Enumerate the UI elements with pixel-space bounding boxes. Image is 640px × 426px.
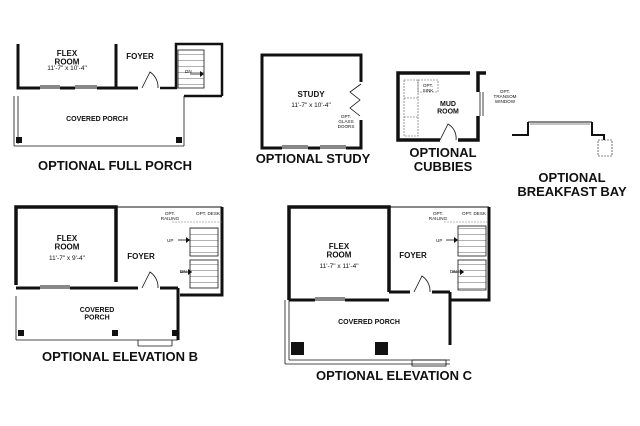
arrow-head-icon [186,237,190,243]
porch-column [375,342,388,355]
cubby-bench [403,79,419,137]
covered-porch-label: COVERED PORCH [338,319,400,326]
wall [458,116,480,142]
wall [14,205,118,285]
sink-note: OPT.SINK [423,83,435,93]
wall [346,120,363,150]
wall [180,207,224,297]
foyer-label: FOYER [127,252,155,261]
glass-doors [349,83,362,117]
porch-column [176,137,182,143]
sink-counter [417,79,439,93]
flex-room-dimensions: 11'-7" x 11'-4" [319,263,359,270]
up-label: UP [436,238,442,243]
cabinet [597,139,613,157]
flex-room-dimensions: 11'-7" x 10'-4" [47,65,87,72]
opt-desk-label: OPT. DESK [462,211,487,216]
covered-porch-label: COVERED PORCH [66,116,128,123]
wall [16,44,40,90]
caption-elevation-b: OPTIONAL ELEVATION B [42,349,198,364]
porch-column [18,330,24,336]
study-dimensions: 11'-7" x 10'-4" [291,102,331,109]
door-swing [439,123,457,141]
wall [160,42,224,96]
wall [287,205,391,300]
porch-column [172,330,178,336]
door-swing [141,271,159,289]
door-swing [413,275,431,293]
door-swing [141,71,159,89]
down-label: DN [450,269,457,274]
wall [591,122,605,140]
staircase-up [189,227,219,257]
staircase-down [189,259,219,289]
wall [512,122,529,136]
wall [450,207,491,302]
porch-column [112,330,118,336]
staircase-down [457,259,487,291]
opt-railing-label: OPT.RAILING [161,211,180,221]
foyer-label: FOYER [399,251,427,260]
flex-room-dimensions: 11'-7" x 9'-4" [49,255,86,262]
wall [282,53,363,82]
down-label: DN [185,69,192,74]
arrow-head-icon [188,269,192,275]
up-label: UP [167,238,173,243]
wall [260,53,282,150]
porch-column [291,342,304,355]
caption-full-porch: OPTIONAL FULL PORCH [38,158,192,173]
caption-elevation-c: OPTIONAL ELEVATION C [316,368,473,383]
wall [476,71,486,92]
staircase [177,49,205,89]
study-label: STUDY [297,90,325,99]
arrow-head-icon [454,237,458,243]
opt-railing-label: OPT.RAILING [429,211,448,221]
wall [396,71,470,142]
porch-column [16,137,22,143]
arrow-head-icon [200,71,204,77]
opt-desk-label: OPT. DESK [196,211,221,216]
down-label: DN [180,269,187,274]
foyer-label: FOYER [126,52,154,61]
porch-step [411,359,447,367]
staircase-up [457,225,487,257]
caption-study: OPTIONAL STUDY [256,151,371,166]
wall [97,44,118,90]
arrow-head-icon [460,269,464,275]
